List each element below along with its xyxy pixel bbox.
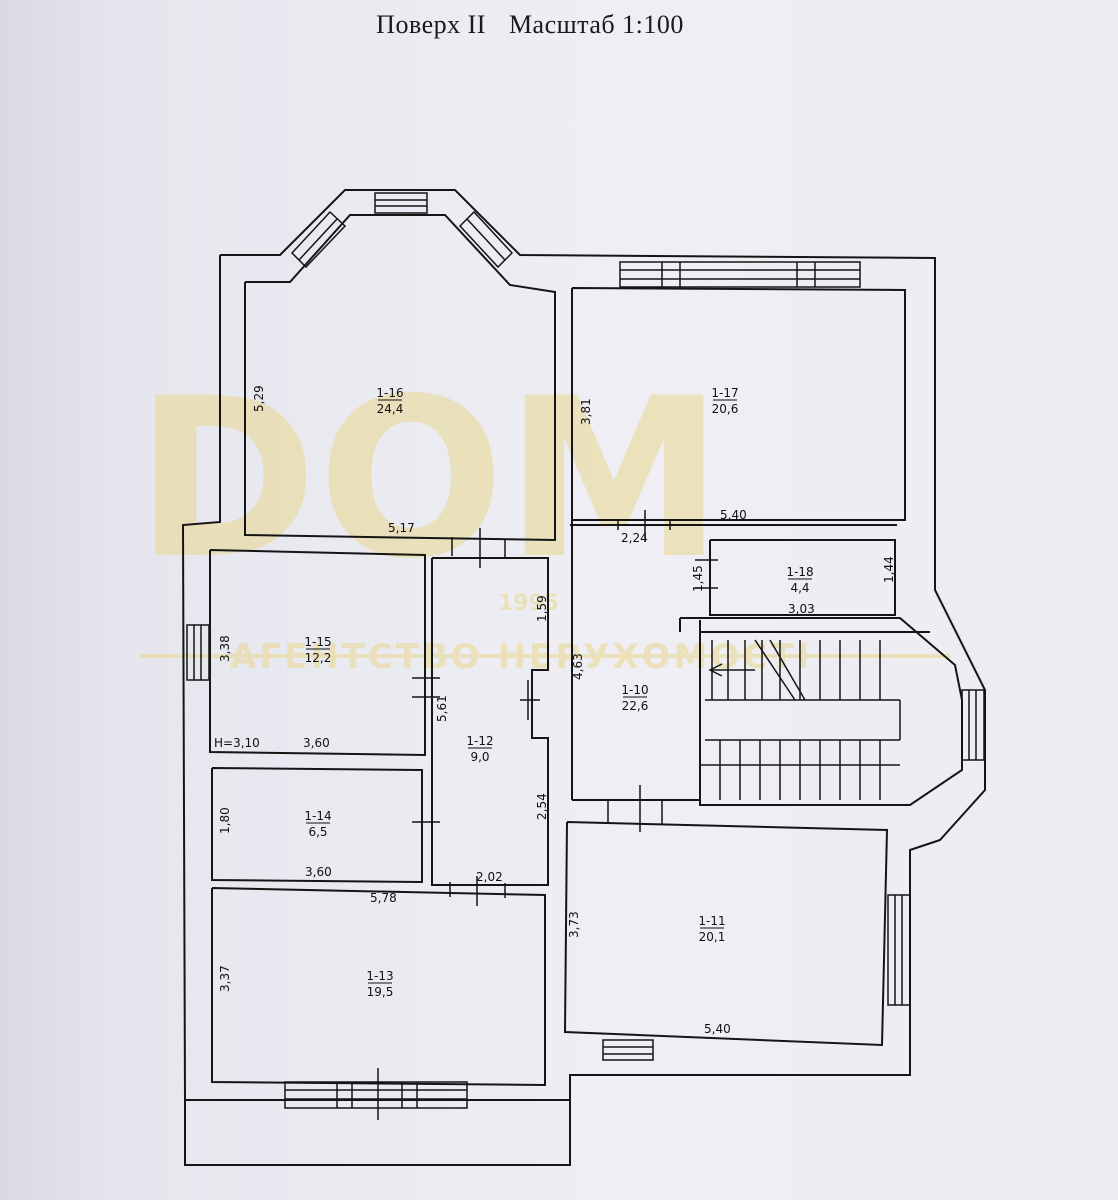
dimension-labels: 5,29 5,17 3,81 5,40 2,24 1,45 1,44 3,03 … [214, 385, 896, 1036]
dimension-label: 1,45 [691, 565, 705, 592]
window-stair [961, 689, 985, 761]
watermark-year: 1995 [498, 591, 559, 616]
room-id: 1-13 [366, 969, 393, 983]
window-bay-north [374, 192, 428, 214]
agency-watermark: DOM 1995 АГЕНТСТВО НЕРУХОМОСТІ [135, 351, 950, 677]
room-area: 9,0 [470, 750, 489, 764]
staircase [700, 639, 901, 800]
room-area: 4,4 [790, 581, 809, 595]
room-1-16-outline [244, 214, 556, 542]
dimension-label: 5,40 [720, 508, 747, 522]
room-id: 1-18 [786, 565, 813, 579]
dimension-label: 5,78 [370, 891, 397, 905]
window-1-17 [619, 261, 861, 288]
floor-label: Поверх II [376, 10, 486, 39]
room-id: 1-16 [376, 386, 403, 400]
dimension-label: 5,40 [704, 1022, 731, 1036]
room-id: 1-11 [698, 914, 725, 928]
dimension-label: 2,02 [476, 870, 503, 884]
dimension-label: 3,60 [303, 736, 330, 750]
dimension-label: 5,61 [435, 695, 449, 722]
dimension-label: 1,44 [882, 556, 896, 583]
doors [412, 510, 718, 906]
dimension-label: 1,59 [535, 595, 549, 622]
watermark-logo: DOM [135, 351, 724, 607]
room-1-13: 1-13 19,5 [366, 969, 393, 999]
room-1-18: 1-18 4,4 [786, 565, 813, 595]
room-area: 20,6 [712, 402, 739, 416]
room-id: 1-15 [304, 635, 331, 649]
dimension-label: 3,38 [218, 635, 232, 662]
room-area: 12,2 [305, 651, 332, 665]
dimension-label: 2,54 [535, 793, 549, 820]
windows [186, 192, 985, 1120]
room-id: 1-14 [304, 809, 331, 823]
window-1-11-south [602, 1039, 654, 1061]
dimension-label: 3,03 [788, 602, 815, 616]
window-1-13 [284, 1081, 468, 1109]
room-area: 24,4 [377, 402, 404, 416]
room-area: 20,1 [699, 930, 726, 944]
window-1-15 [186, 624, 210, 681]
room-area: 19,5 [367, 985, 394, 999]
room-area: 6,5 [308, 825, 327, 839]
room-1-15-outline [209, 549, 426, 757]
room-labels: 1-16 24,4 1-17 20,6 1-18 4,4 1-15 12,2 1… [304, 386, 813, 999]
room-height: H=3,10 [214, 736, 260, 750]
room-1-14: 1-14 6,5 [304, 809, 331, 839]
room-id: 1-17 [711, 386, 738, 400]
room-1-14-outline [211, 767, 423, 884]
room-1-10: 1-10 22,6 [621, 683, 648, 713]
dimension-label: 5,17 [388, 521, 415, 535]
window-bay-east [458, 210, 514, 269]
dimension-label: 3,60 [305, 865, 332, 879]
plan-title: Поверх II Масштаб 1:100 [0, 10, 1060, 40]
room-1-13-outline [211, 887, 546, 1087]
room-1-11-outline [563, 821, 889, 1047]
dimension-label: 5,29 [252, 385, 266, 412]
dimension-label: 3,73 [567, 911, 581, 938]
room-1-11: 1-11 20,1 [698, 914, 725, 944]
room-1-12: 1-12 9,0 [466, 734, 493, 764]
room-1-18-outline [709, 539, 896, 616]
room-area: 22,6 [622, 699, 649, 713]
room-id: 1-10 [621, 683, 648, 697]
room-id: 1-12 [466, 734, 493, 748]
dimension-label: 3,81 [579, 398, 593, 425]
room-1-12-outline [431, 557, 549, 886]
dimension-label: 4,63 [571, 653, 585, 680]
dimension-label: 1,80 [218, 807, 232, 834]
window-1-11-east [887, 894, 911, 1006]
room-1-15: 1-15 12,2 [304, 635, 331, 665]
scale-label: Масштаб 1:100 [508, 10, 684, 39]
window-bay-west [290, 210, 347, 269]
room-1-16: 1-16 24,4 [376, 386, 403, 416]
dimension-label: 2,24 [621, 531, 648, 545]
dimension-label: 3,37 [218, 965, 232, 992]
room-1-17: 1-17 20,6 [711, 386, 738, 416]
